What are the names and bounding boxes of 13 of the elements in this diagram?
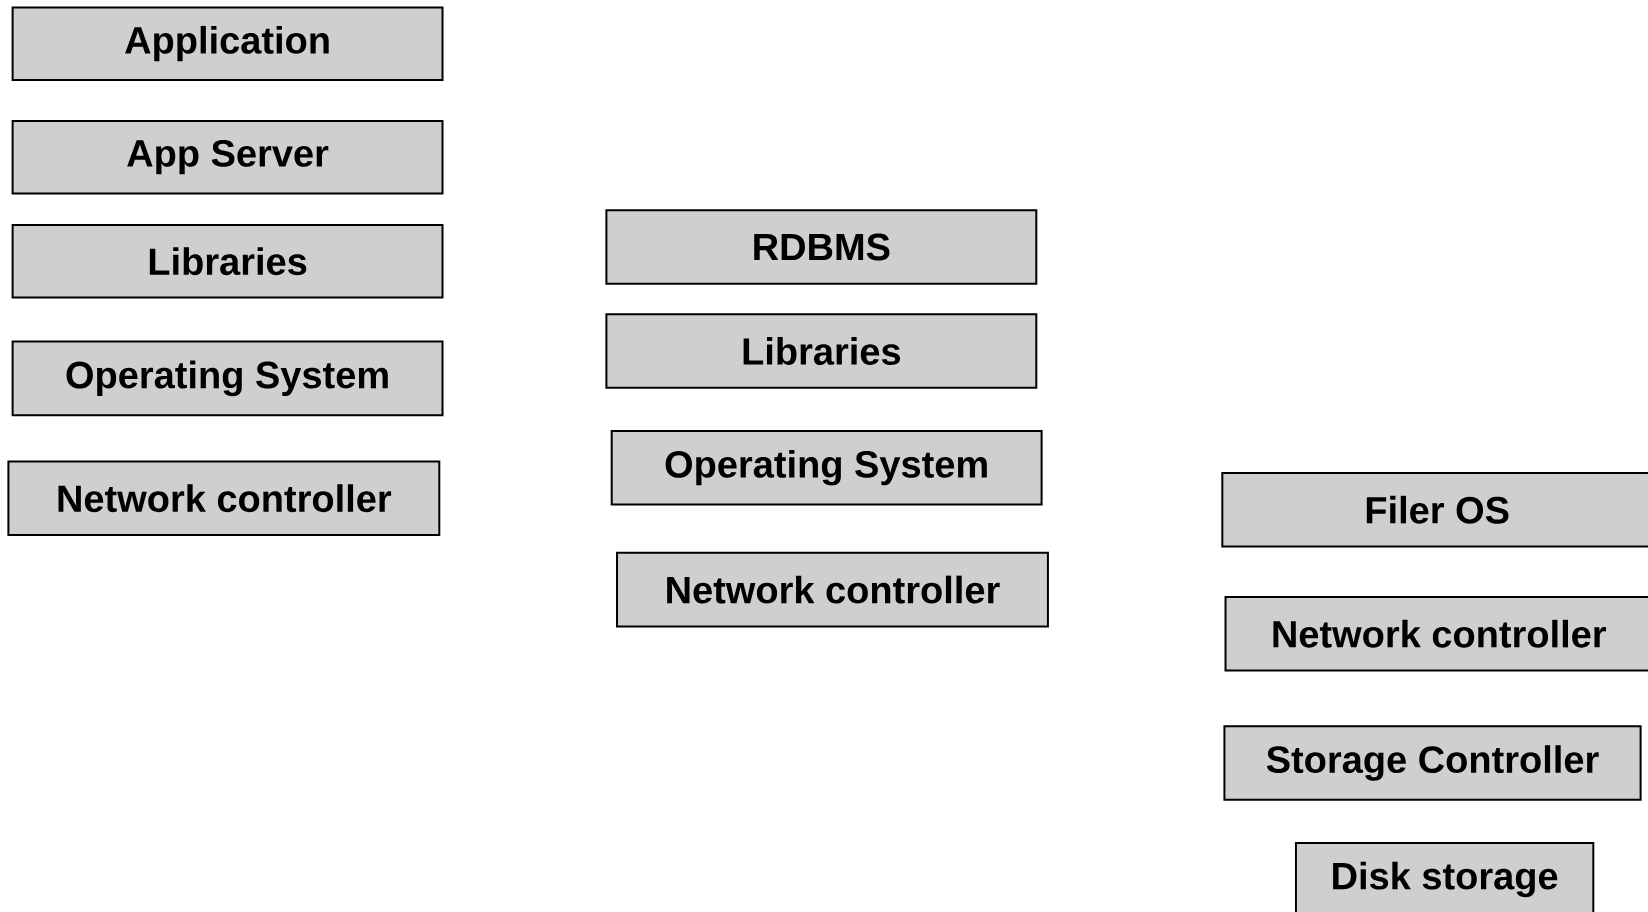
layer-box: Operating System [11, 340, 444, 417]
layer-box: Network controller [616, 551, 1049, 628]
layer-box: Application [11, 6, 444, 81]
layer-box: Libraries [605, 313, 1038, 389]
layer-box: Filer OS [1221, 472, 1648, 548]
layer-box: Operating System [610, 429, 1043, 506]
layer-box: App Server [11, 119, 444, 195]
layer-box: Disk storage [1294, 841, 1595, 912]
layer-box: Network controller [7, 460, 441, 536]
layer-box: RDBMS [605, 209, 1038, 285]
layer-box: Network controller [1224, 596, 1648, 672]
layer-box: Libraries [11, 224, 444, 299]
layer-box: Storage Controller [1223, 725, 1642, 801]
